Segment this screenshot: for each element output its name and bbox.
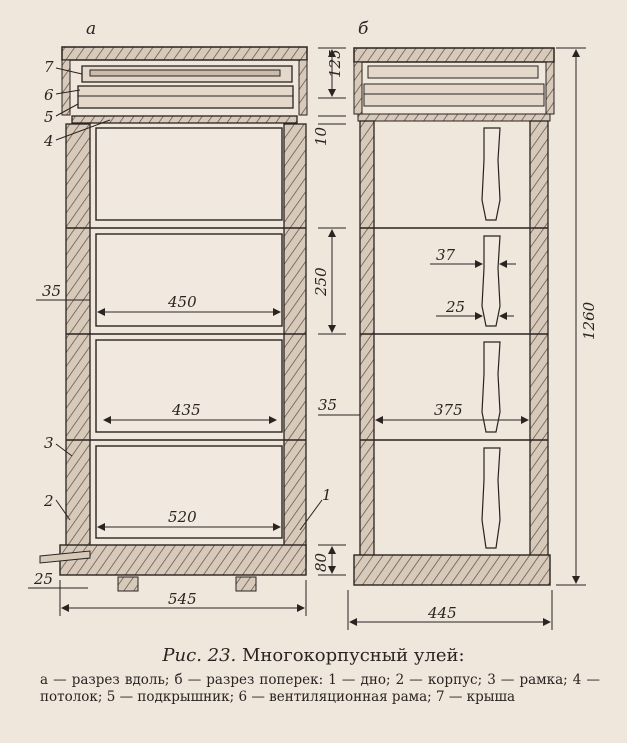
dim-10: 10 bbox=[312, 126, 330, 146]
hive-wall-right-a bbox=[283, 123, 307, 565]
dim-25-b: 25 bbox=[445, 298, 465, 316]
view-a-label: а bbox=[86, 19, 96, 39]
figure-caption-legend: а — разрез вдоль; б — разрез поперек: 1 … bbox=[40, 672, 600, 705]
dim-250: 250 bbox=[312, 267, 330, 297]
view-b-label: б bbox=[358, 19, 369, 39]
dim-375: 375 bbox=[434, 401, 463, 419]
part-label-2: 2 bbox=[43, 492, 54, 510]
subroof-a bbox=[77, 85, 294, 109]
roof-b bbox=[353, 47, 555, 63]
part-label-1: 1 bbox=[322, 486, 332, 504]
dim-520: 520 bbox=[168, 508, 197, 526]
part-label-7: 7 bbox=[44, 58, 54, 76]
dim-1260: 1260 bbox=[580, 301, 598, 340]
dim-80: 80 bbox=[312, 552, 330, 572]
figure-caption-title: Рис. 23. Многокорпусный улей: bbox=[0, 645, 627, 666]
roof-a bbox=[61, 46, 308, 61]
hive-wall-left-a bbox=[65, 123, 91, 565]
dim-445: 445 bbox=[427, 604, 457, 622]
hive-wall-right-b bbox=[529, 120, 549, 566]
view-b-cross-section bbox=[353, 47, 555, 586]
part-label-4: 4 bbox=[43, 132, 54, 150]
figure-number: Рис. 23. bbox=[162, 645, 237, 666]
dim-125: 125 bbox=[326, 49, 344, 78]
frame-a-1 bbox=[95, 127, 283, 221]
beehive-diagram: а 7 6 5 4 3 2 1 125 10 250 80 450 435 52… bbox=[28, 19, 598, 630]
dim-37: 37 bbox=[436, 246, 456, 264]
figure-title: Многокорпусный улей: bbox=[242, 645, 465, 666]
dim-545: 545 bbox=[168, 590, 197, 608]
ceiling-a bbox=[71, 115, 298, 124]
dim-25-a: 25 bbox=[33, 570, 53, 588]
dim-35-b: 35 bbox=[318, 396, 337, 414]
part-label-6: 6 bbox=[44, 86, 54, 104]
dim-435: 435 bbox=[171, 401, 201, 419]
dim-450: 450 bbox=[167, 293, 197, 311]
hive-bottom-b bbox=[353, 554, 551, 586]
hive-bottom-a bbox=[59, 544, 307, 576]
frame-bars-b bbox=[481, 127, 501, 549]
view-a-longitudinal-section bbox=[39, 46, 308, 592]
dim-35-a: 35 bbox=[42, 282, 61, 300]
part-label-3: 3 bbox=[44, 434, 54, 452]
frame-a-4 bbox=[95, 445, 283, 539]
part-label-5: 5 bbox=[44, 108, 54, 126]
hive-wall-left-b bbox=[359, 120, 375, 566]
